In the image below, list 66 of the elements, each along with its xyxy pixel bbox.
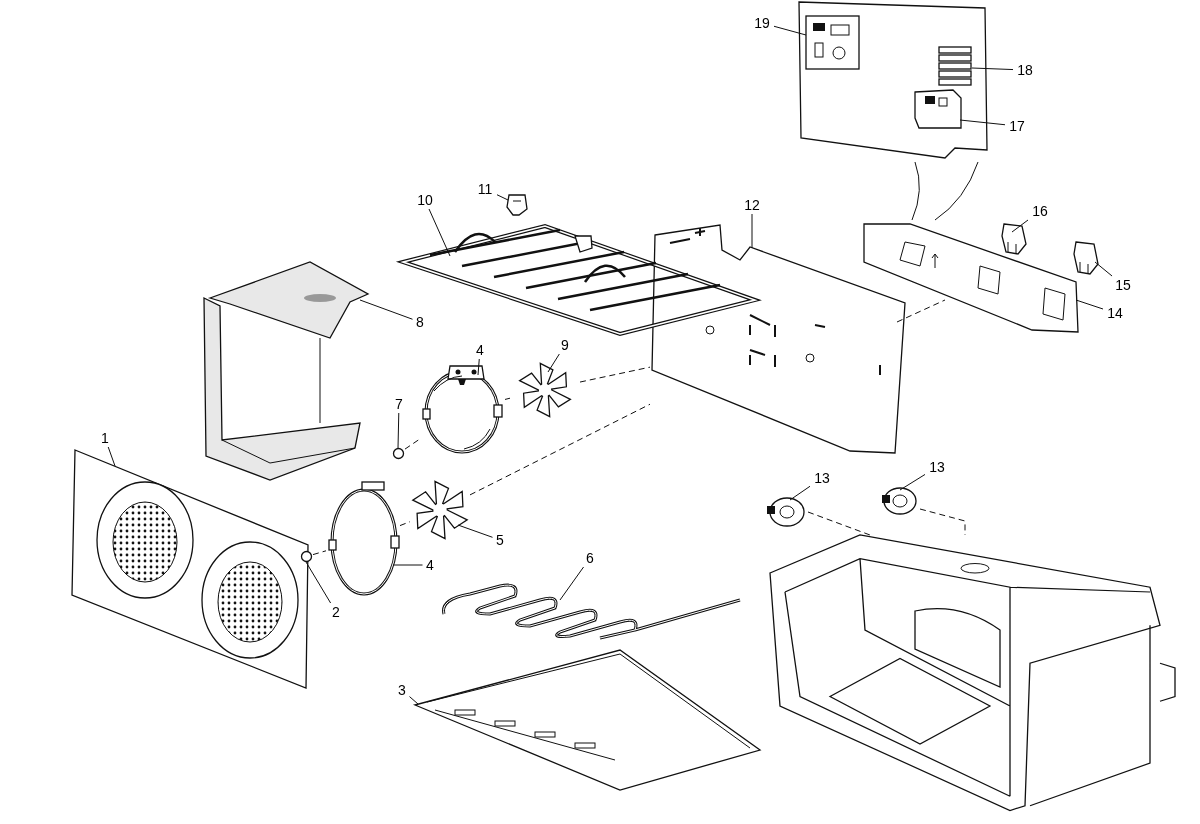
alignment-line	[579, 366, 651, 383]
alignment-line	[919, 508, 966, 536]
circuit-board-drawing	[805, 15, 860, 70]
leader-line	[107, 446, 116, 467]
callout-number: 18	[1014, 62, 1036, 78]
switch-drawing	[998, 222, 1030, 256]
leader-line	[1011, 219, 1029, 233]
callout-number: 7	[392, 396, 406, 412]
heating-ring-drawing	[420, 365, 505, 455]
leader-line	[392, 564, 423, 566]
switch-drawing	[1070, 240, 1102, 276]
callout-number: 13	[811, 470, 833, 486]
cable-line	[911, 161, 979, 221]
leader-line	[457, 524, 493, 538]
leader-line	[751, 213, 753, 249]
alignment-line	[896, 299, 946, 323]
alignment-line	[404, 438, 421, 450]
leader-line	[496, 194, 509, 201]
leader-line	[1075, 299, 1104, 310]
leader-line	[359, 299, 413, 320]
alignment-line	[469, 403, 651, 496]
callout-number: 14	[1104, 305, 1126, 321]
leader-line	[397, 412, 400, 449]
callout-number: 16	[1029, 203, 1051, 219]
insulation-drawing	[200, 258, 370, 483]
callout-number: 9	[558, 337, 572, 353]
leader-line	[789, 485, 811, 501]
leader-line	[959, 119, 1006, 126]
callout-number: 4	[473, 342, 487, 358]
callout-number: 10	[414, 192, 436, 208]
alignment-line	[504, 397, 511, 400]
leader-line	[477, 358, 480, 376]
leader-line	[428, 208, 451, 257]
mounting-bracket-drawing	[860, 220, 1080, 335]
callout-number: 5	[493, 532, 507, 548]
callout-number: 4	[423, 557, 437, 573]
callout-number: 8	[413, 314, 427, 330]
leader-line	[899, 473, 926, 491]
callout-number: 13	[926, 459, 948, 475]
control-panel-drawing	[795, 0, 990, 162]
nut-drawing	[392, 447, 405, 460]
alignment-line	[807, 511, 871, 536]
callout-number: 1	[98, 430, 112, 446]
leader-line	[547, 353, 560, 373]
callout-number: 19	[751, 15, 773, 31]
alignment-line	[399, 521, 411, 527]
leader-line	[409, 696, 419, 705]
callout-number: 6	[583, 550, 597, 566]
leader-line	[1094, 261, 1113, 277]
leader-line	[305, 561, 332, 604]
callout-number: 3	[395, 682, 409, 698]
terminal-block-drawing	[935, 45, 975, 87]
leader-line	[559, 566, 585, 601]
callout-number: 17	[1006, 118, 1028, 134]
clip-drawing	[505, 193, 531, 217]
leader-line	[773, 25, 807, 36]
callout-number: 12	[741, 197, 763, 213]
callout-number: 11	[474, 181, 496, 197]
front-panel-drawing	[70, 450, 310, 690]
leader-line	[971, 67, 1014, 71]
relay-module-drawing	[913, 88, 963, 130]
callout-number: 15	[1112, 277, 1134, 293]
back-panel-drawing	[650, 225, 905, 455]
nut-drawing	[300, 550, 313, 563]
callout-number: 2	[329, 604, 343, 620]
alignment-line	[312, 550, 327, 556]
